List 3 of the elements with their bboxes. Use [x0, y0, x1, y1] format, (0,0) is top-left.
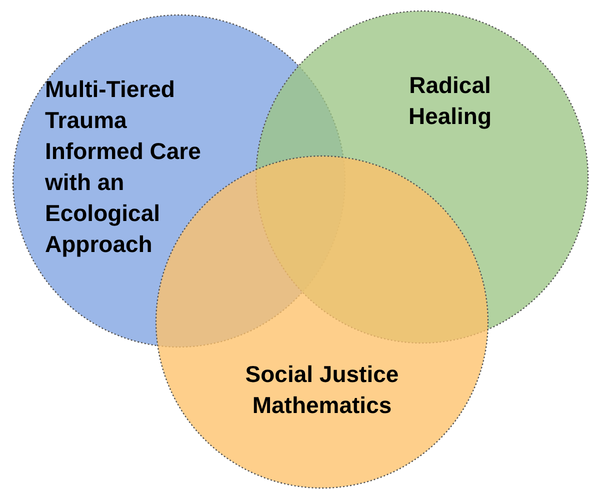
circle-label: Radical Healing: [407, 71, 493, 131]
circle-label: Multi-Tiered Trauma Informed Care with an Ecological Approach: [45, 75, 202, 259]
circle-label: Social Justice Mathematics: [244, 360, 400, 420]
